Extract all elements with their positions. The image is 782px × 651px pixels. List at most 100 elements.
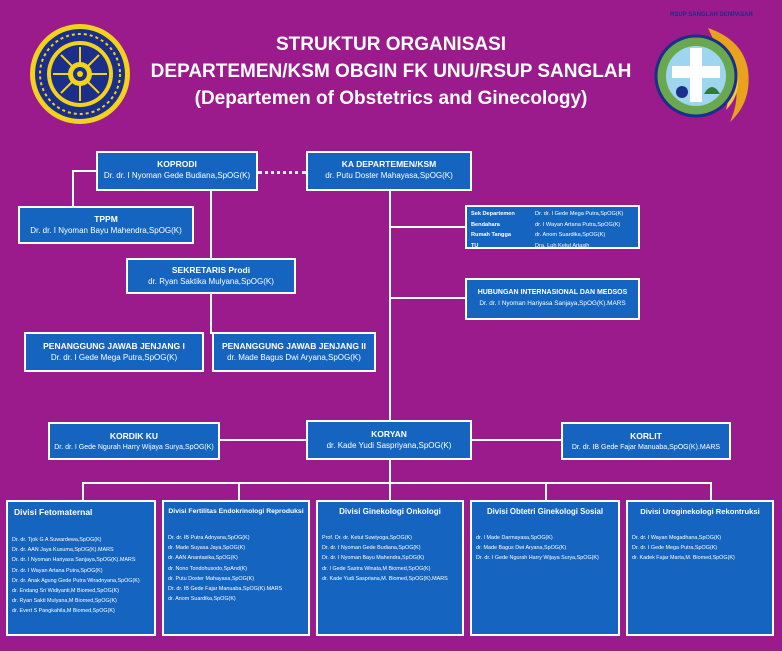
page-subtitle-english: (Departemen of Obstetrics and Ginecology… bbox=[194, 88, 588, 109]
connector-div-3 bbox=[389, 482, 391, 502]
ka-departemen-name: dr. Putu Doster Mahayasa,SpOG(K) bbox=[325, 171, 453, 180]
staff-name: Dra. Luh Ketut Ariasih bbox=[535, 242, 590, 249]
division-member: Dr. dr. I Wayan Megadhana,SpOG(K) bbox=[632, 535, 722, 541]
connector-staff-h bbox=[389, 226, 465, 228]
pj1-title: PENANGGUNG JAWAB JENJANG I bbox=[43, 341, 185, 351]
division-fertilitas-box: Divisi Fertilitas Endokrinologi Reproduk… bbox=[162, 500, 310, 636]
division-title: Divisi Uroginekologi Rekontruksi bbox=[640, 507, 760, 516]
hospital-logo bbox=[654, 28, 749, 122]
staff-role: Rumah Tangga bbox=[471, 232, 511, 238]
division-title: Divisi Ginekologi Onkologi bbox=[339, 507, 441, 516]
staff-name: Dr. dr. I Gede Mega Putra,SpOG(K) bbox=[535, 211, 624, 217]
connector-kordik-koryan bbox=[218, 439, 308, 441]
division-member: dr. I Made Darmayasa,SpOG(K) bbox=[476, 535, 553, 541]
university-seal-logo bbox=[30, 24, 130, 124]
division-title: Divisi Fetomaternal bbox=[14, 507, 93, 517]
division-title: Divisi Fertilitas Endokrinologi Reproduk… bbox=[168, 508, 304, 515]
connector-koryan-korlit bbox=[472, 439, 562, 441]
sekretaris-name: dr. Ryan Saktika Mulyana,SpOG(K) bbox=[148, 277, 274, 286]
korlit-title: KORLIT bbox=[630, 431, 662, 441]
division-onkologi-box: Divisi Ginekologi Onkologi Prof. Dr. dr.… bbox=[316, 500, 464, 636]
division-member: Dr. dr. I Nyoman Hariyasa Sanjaya,SpOG(K… bbox=[12, 557, 136, 564]
division-member: Dr. dr. Tjok G A Suwardewa,SpOG(K) bbox=[12, 537, 102, 543]
division-member: Dr. dr. IB Gede Fajar Manuaba,SpOG(K).MA… bbox=[168, 586, 283, 593]
sekretaris-box: SEKRETARIS Prodi dr. Ryan Saktika Mulyan… bbox=[126, 258, 296, 294]
staff-name: dr. Anom Suardika,SpOG(K) bbox=[535, 232, 606, 238]
division-member: Dr. dr. Anak Agung Gede Putra Wiradnyana… bbox=[12, 577, 140, 584]
pj2-title: PENANGGUNG JAWAB JENJANG II bbox=[221, 341, 367, 351]
tppm-title: TPPM bbox=[94, 214, 118, 224]
division-member: Prof. Dr. dr. Ketut Suwiyoga,SpOG(K) bbox=[322, 535, 412, 541]
division-sosial-box: Divisi Obtetri Ginekologi Sosial dr. I M… bbox=[470, 500, 620, 636]
pj1-box: PENANGGUNG JAWAB JENJANG I Dr. dr. I Ged… bbox=[24, 332, 204, 372]
hubungan-name: Dr. dr. I Nyoman Hariyasa Sanjaya,SpOG(K… bbox=[479, 300, 626, 307]
division-member: Dr. dr. IB Putra Adnyana,SpOG(K) bbox=[168, 535, 250, 541]
division-member: dr. Ryan Sakti Mulyana,M Biomed,SpOG(K) bbox=[12, 598, 117, 605]
korlit-box: KORLIT Dr. dr. IB Gede Fajar Manuaba,SpO… bbox=[561, 422, 731, 460]
pj2-box: PENANGGUNG JAWAB JENJANG II dr. Made Bag… bbox=[212, 332, 376, 372]
hubungan-box: HUBUNGAN INTERNASIONAL DAN MEDSOS Dr. dr… bbox=[465, 278, 640, 320]
kordik-title: KORDIK KU bbox=[109, 431, 159, 441]
page-title: STRUKTUR ORGANISASI bbox=[275, 34, 507, 55]
tppm-name: Dr. dr. I Nyoman Bayu Mahendra,SpOG(K) bbox=[30, 226, 182, 235]
pj2-name: dr. Made Bagus Dwi Aryana,SpOG(K) bbox=[227, 353, 361, 362]
ka-departemen-box: KA DEPARTEMEN/KSM dr. Putu Doster Mahaya… bbox=[306, 151, 472, 191]
koryan-title: KORYAN bbox=[371, 429, 407, 439]
connector-koryan-divisions bbox=[389, 458, 391, 482]
division-member: dr. Anom Suardika,SpOG(K) bbox=[168, 596, 236, 603]
koprodi-title: KOPRODI bbox=[157, 159, 197, 169]
division-member: dr. Nono Tondohusodo,SpAnd(K) bbox=[168, 565, 248, 572]
koryan-name: dr. Kade Yudi Saspriyana,SpOG(K) bbox=[326, 441, 452, 450]
staff-role: Bendahara bbox=[471, 221, 500, 228]
division-member: dr. Kadek Fajar Marta,M. Biomed,SpOG(K) bbox=[632, 555, 735, 562]
staff-row: Rumah Tangga dr. Anom Suardika,SpOG(K) bbox=[471, 230, 634, 241]
connector-koprodi-tppm-v bbox=[72, 170, 74, 208]
division-member: Dr. dr. I Wayan Artana Putra,SpOG(K) bbox=[12, 567, 103, 574]
division-member: dr. Kade Yudi Saspriana,M. Biomed,SpOG(K… bbox=[322, 575, 448, 582]
connector-koprodi-tppm-h bbox=[72, 170, 98, 172]
connector-div-5 bbox=[710, 482, 712, 502]
ka-departemen-title: KA DEPARTEMEN/KSM bbox=[341, 159, 437, 169]
kordik-name: Dr. dr. I Gede Ngurah Harry Wijaya Surya… bbox=[54, 444, 214, 451]
staff-row: Sek Departemen Dr. dr. I Gede Mega Putra,… bbox=[471, 209, 634, 220]
division-uroginekologi-box: Divisi Uroginekologi Rekontruksi Dr. dr.… bbox=[626, 500, 774, 636]
kordik-box: KORDIK KU Dr. dr. I Gede Ngurah Harry Wi… bbox=[48, 422, 220, 460]
pj1-name: Dr. dr. I Gede Mega Putra,SpOG(K) bbox=[50, 353, 178, 362]
division-member: Dr. dr. I Nyoman Bayu Mahendra,SpOG(K) bbox=[322, 555, 425, 562]
korlit-name: Dr. dr. IB Gede Fajar Manuaba,SpOG(K).MA… bbox=[571, 444, 721, 451]
page-subtitle: DEPARTEMEN/KSM OBGIN FK UNU/RSUP SANGLAH bbox=[150, 61, 632, 82]
connector-div-2 bbox=[238, 482, 240, 502]
division-member: Dr. dr. I Nyoman Gede Budiana,SpOG(K) bbox=[322, 545, 421, 552]
division-member: dr. Evert S Pangkahila,M Biomed,SpOG(K) bbox=[12, 608, 115, 615]
division-title: Divisi Obtetri Ginekologi Sosial bbox=[486, 507, 604, 516]
tppm-box: TPPM Dr. dr. I Nyoman Bayu Mahendra,SpOG… bbox=[18, 206, 194, 244]
division-fetomaternal-box: Divisi Fetomaternal Dr. dr. Tjok G A Suw… bbox=[6, 500, 156, 636]
connector-main-vertical bbox=[389, 190, 391, 422]
connector-sekretaris-pj bbox=[210, 294, 212, 334]
hospital-logo-text: RSUP SANGLAH DENPASAR bbox=[670, 12, 753, 18]
koryan-box: KORYAN dr. Kade Yudi Saspriyana,SpOG(K) bbox=[306, 420, 472, 460]
division-member: dr. I Gede Sastra Winata,M Biomed,SpOG(K… bbox=[322, 565, 431, 572]
koprodi-box: KOPRODI Dr. dr. I Nyoman Gede Budiana,Sp… bbox=[96, 151, 258, 191]
connector-koprodi-sekretaris bbox=[210, 190, 212, 258]
staff-role: TU bbox=[471, 242, 479, 249]
dotted-connector-koprodi-kadep bbox=[258, 171, 306, 174]
connector-div-4 bbox=[545, 482, 547, 502]
staff-role: Sek Departemen bbox=[471, 211, 515, 217]
connector-divisions-bus bbox=[82, 482, 712, 484]
division-member: dr. Made Bagus Dwi Aryana,SpOG(K) bbox=[476, 545, 567, 552]
division-member: dr. Made Suyasa Jaya,SpOG(K) bbox=[168, 545, 246, 552]
division-member: dr. AAN Anantasika,SpOG(K) bbox=[168, 555, 238, 562]
division-member: dr. Endang Sri Widiyanti,M Biomed,SpOG(K… bbox=[12, 588, 119, 595]
sekretaris-title: SEKRETARIS Prodi bbox=[171, 265, 251, 275]
hubungan-title: HUBUNGAN INTERNASIONAL DAN MEDSOS bbox=[477, 289, 628, 296]
staff-row: Bendahara dr. I Wayan Artana Putra,SpOG(K… bbox=[471, 220, 634, 231]
division-member: Dr. dr. AAN Jaya Kusuma,SpOG(K).MARS bbox=[12, 547, 114, 554]
staff-name: dr. I Wayan Artana Putra,SpOG(K) bbox=[535, 221, 621, 228]
staff-row: TU Dra. Luh Ketut Ariasih bbox=[471, 241, 634, 252]
division-member: Dr. dr. I Gede Ngurah Harry Wijaya Surya… bbox=[476, 555, 599, 562]
division-member: Dr. dr. I Gede Mega Putra,SpOG(K) bbox=[632, 545, 718, 552]
division-member: dr. Putu Doster Mahayasa,SpOG(K) bbox=[168, 575, 254, 582]
koprodi-name: Dr. dr. I Nyoman Gede Budiana,SpOG(K) bbox=[103, 171, 251, 180]
staff-list-box: Sek Departemen Dr. dr. I Gede Mega Putra,… bbox=[465, 205, 640, 249]
